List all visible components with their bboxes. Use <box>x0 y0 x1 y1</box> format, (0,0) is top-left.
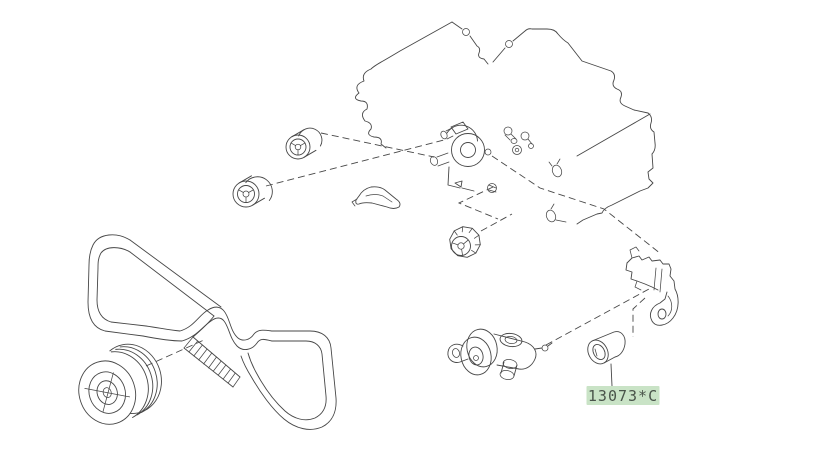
tensioner-bracket <box>625 246 679 326</box>
bracket-arm <box>351 186 401 209</box>
pulley-stud-lower <box>429 152 450 167</box>
spacer-cylinder[interactable] <box>584 331 626 387</box>
belt-auto-tensioner <box>447 328 553 380</box>
part-label-highlight[interactable] <box>586 386 660 405</box>
part-label-text[interactable]: 13073*C <box>588 387 658 405</box>
timing-belt <box>87 234 337 430</box>
part-label[interactable]: 13073*C <box>586 386 660 405</box>
belt-teeth <box>183 336 241 388</box>
pulley-stud-upper <box>440 127 454 140</box>
knurled-coupling <box>449 226 481 258</box>
timing-cover-panel <box>545 112 656 225</box>
tensioner-pulley <box>429 121 497 193</box>
small-bolts <box>503 126 534 155</box>
label-leader-line <box>610 363 613 387</box>
idler-pulley-rear <box>285 127 323 160</box>
engine-outline <box>355 21 649 149</box>
pulley-bolt <box>487 183 497 193</box>
leader-lines <box>145 132 662 367</box>
crankshaft-pulley <box>78 343 162 425</box>
idler-pulley-front <box>232 175 273 208</box>
panel-bolt-upper <box>548 158 563 178</box>
panel-bolt-lower <box>545 203 567 223</box>
